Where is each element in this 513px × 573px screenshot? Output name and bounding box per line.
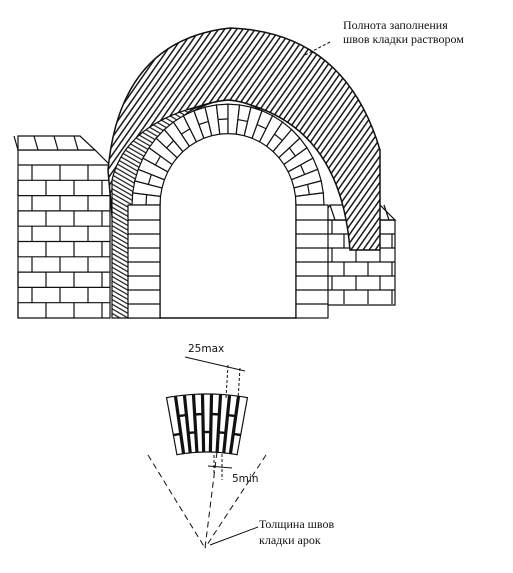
arch-3d-illustration: [13, 27, 397, 319]
joint-max-dimension: [184, 356, 246, 401]
radial-joint: [200, 394, 206, 453]
mortar-fill-label-line1: Полнота заполнения: [343, 18, 448, 32]
radial-joint: [182, 394, 192, 453]
brick-top-joint: [383, 204, 390, 221]
arch-segment-detail: [147, 356, 267, 549]
brick-top-joint: [329, 204, 336, 221]
radial-joint: [208, 394, 214, 453]
voussoir-mid-joint: [198, 120, 209, 126]
radial-dashed-lines: [147, 451, 267, 549]
brick-top-joint: [53, 135, 59, 151]
voussoir-mid-joint: [154, 155, 162, 166]
radial-joint: [228, 395, 241, 454]
mortar-fill-label-line2: швов кладки раствором: [343, 32, 464, 46]
joint-max-label: 25max: [188, 343, 225, 355]
voussoir-mid-joint: [166, 140, 175, 149]
joint-min-dimension: [207, 454, 233, 480]
course-joint: [218, 431, 226, 435]
voussoir-mid-joint: [300, 164, 306, 175]
voussoir-mid-joint: [237, 118, 248, 122]
voussoir-mid-joint: [307, 184, 310, 195]
radial-joint: [215, 394, 223, 453]
voussoir-mid-joint: [274, 133, 283, 142]
radial-joint: [191, 394, 199, 453]
brick-top-joint: [33, 135, 39, 151]
brick-top-joint: [13, 135, 19, 151]
joint-thickness-label-line1: Толщина швов: [259, 517, 335, 531]
voussoir-mid-joint: [218, 118, 229, 121]
voussoir-mid-joint: [256, 123, 267, 130]
course-joint: [233, 432, 241, 437]
voussoir-mid-joint: [181, 128, 191, 135]
joint-thickness-leader: [209, 526, 259, 546]
radial-joint: [173, 395, 186, 454]
left-brick-wall: [13, 135, 111, 319]
voussoir-mid-joint: [145, 194, 148, 206]
voussoir-mid-joint: [147, 174, 152, 185]
radial-joint: [222, 394, 232, 453]
voussoir-mid-joint: [288, 147, 296, 157]
arch-voussoir-ring: [127, 103, 329, 319]
joint-thickness-label-line2: кладки арок: [259, 533, 321, 547]
course-joint: [178, 413, 187, 418]
course-joint: [188, 431, 196, 435]
course-joint: [173, 432, 181, 437]
course-joint: [227, 413, 236, 418]
joint-min-label: 5min: [232, 473, 259, 485]
brick-top-joint: [73, 135, 79, 151]
